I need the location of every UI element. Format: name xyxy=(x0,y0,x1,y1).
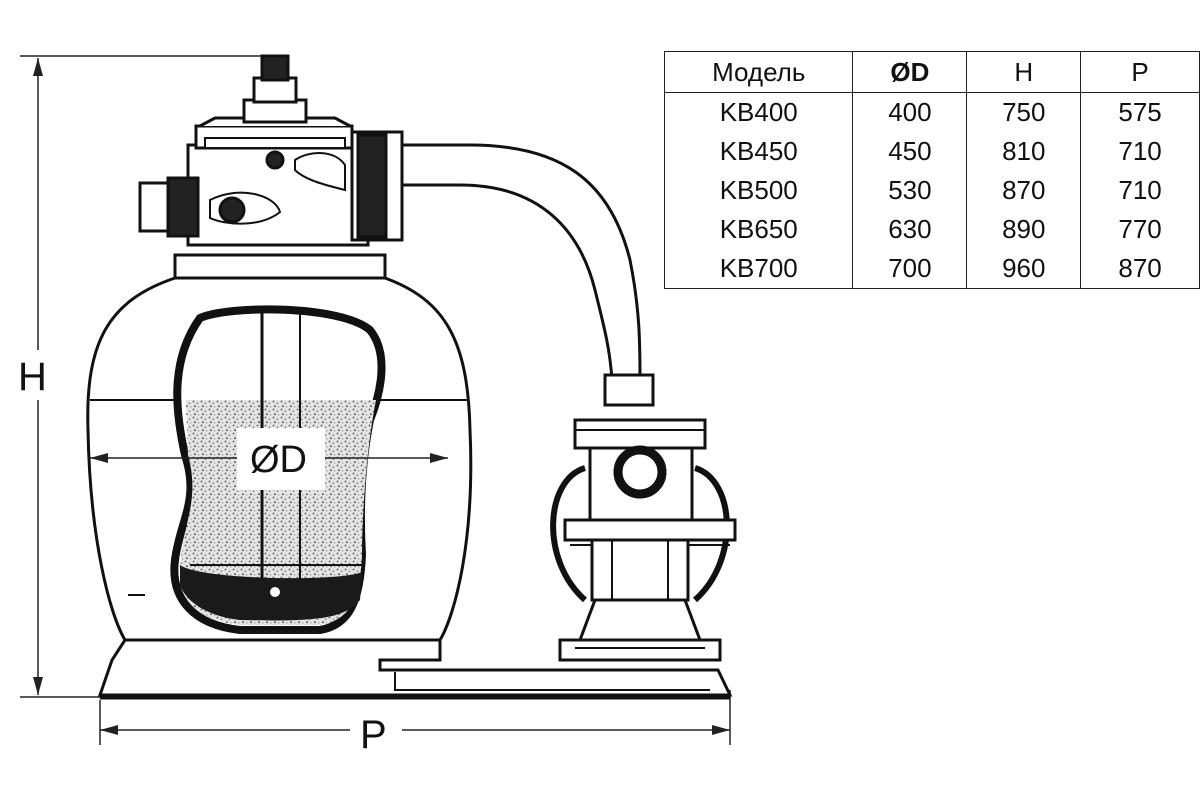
cell-diameter: 400 xyxy=(852,92,968,132)
cell-length: 575 xyxy=(1080,92,1200,132)
table-row: KB400 400 750 575 xyxy=(663,92,1200,132)
cell-length: 870 xyxy=(1080,249,1200,289)
cell-model: KB650 xyxy=(663,210,854,249)
cell-diameter: 450 xyxy=(852,132,968,171)
cell-height: 890 xyxy=(966,210,1082,249)
cell-length: 710 xyxy=(1080,171,1200,210)
cell-length: 710 xyxy=(1080,132,1200,171)
connecting-hose xyxy=(402,143,642,381)
height-label-bg xyxy=(14,350,60,400)
cell-height: 810 xyxy=(966,132,1082,171)
length-dimension xyxy=(99,690,731,745)
diameter-label-bg xyxy=(237,428,325,490)
cell-model: KB700 xyxy=(663,249,854,289)
length-label-bg xyxy=(350,708,402,756)
table-row: KB500 530 870 710 xyxy=(663,171,1200,210)
cell-diameter: 530 xyxy=(852,171,968,210)
cell-height: 960 xyxy=(966,249,1082,289)
header-length: P xyxy=(1080,51,1200,93)
pump xyxy=(550,373,737,662)
table-header-row: Модель ØD H P xyxy=(663,51,1200,93)
specification-table: Модель ØD H P KB400 400 750 575 KB450 45… xyxy=(663,51,1200,289)
table-row: KB450 450 810 710 xyxy=(663,132,1200,171)
cell-model: KB400 xyxy=(663,92,854,132)
header-model: Модель xyxy=(663,51,854,93)
cell-height: 870 xyxy=(966,171,1082,210)
header-diameter: ØD xyxy=(852,51,968,93)
table-row: KB700 700 960 870 xyxy=(663,249,1200,289)
cell-diameter: 700 xyxy=(852,249,968,289)
cell-height: 750 xyxy=(966,92,1082,132)
cell-diameter: 630 xyxy=(852,210,968,249)
height-label: H xyxy=(18,355,47,399)
cell-model: KB500 xyxy=(663,171,854,210)
base-plate xyxy=(97,638,733,700)
multiport-valve xyxy=(138,54,404,247)
cell-length: 770 xyxy=(1080,210,1200,249)
cell-model: KB450 xyxy=(663,132,854,171)
table-row: KB650 630 890 770 xyxy=(663,210,1200,249)
diameter-label: ØD xyxy=(250,439,307,481)
length-label: P xyxy=(360,713,387,757)
header-height: H xyxy=(966,51,1082,93)
